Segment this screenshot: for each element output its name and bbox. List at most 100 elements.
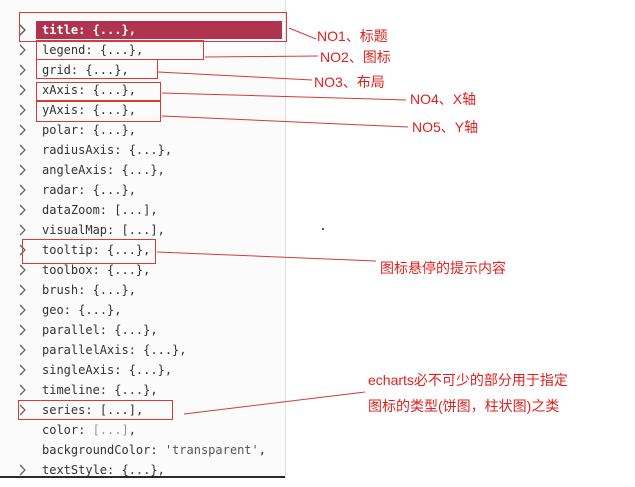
annotation-series-line2: 图标的类型(饼图，柱状图)之类 xyxy=(368,398,560,414)
selected-row-highlight xyxy=(36,21,282,39)
leader-line-grid xyxy=(157,71,313,81)
option-key: singleAxis xyxy=(42,363,115,377)
tree-row-text: xAxis: {...}, xyxy=(42,83,136,97)
option-key: legend xyxy=(42,43,86,57)
option-key: yAxis xyxy=(42,103,79,117)
tree-row-color[interactable]: color: [...], xyxy=(0,420,285,440)
option-value: {...} xyxy=(107,263,144,277)
annotation-legend: NO2、图标 xyxy=(320,49,391,65)
tree-row-title[interactable]: title: {...}, xyxy=(0,20,285,40)
option-value: [...] xyxy=(92,423,129,437)
tree-row-radiusaxis[interactable]: radiusAxis: {...}, xyxy=(0,140,285,160)
chevron-right-icon[interactable] xyxy=(18,220,30,240)
option-value: {...} xyxy=(143,343,180,357)
option-value: [...] xyxy=(114,203,151,217)
option-value: {...} xyxy=(121,163,158,177)
option-value: {...} xyxy=(128,363,165,377)
chevron-right-icon[interactable] xyxy=(18,80,30,100)
option-key: xAxis xyxy=(42,83,79,97)
chevron-right-icon[interactable] xyxy=(18,20,30,40)
tree-row-angleaxis[interactable]: angleAxis: {...}, xyxy=(0,160,285,180)
option-key: toolbox xyxy=(42,263,93,277)
option-value: {...} xyxy=(114,323,151,337)
chevron-right-icon[interactable] xyxy=(18,360,30,380)
option-key: polar xyxy=(42,123,79,137)
tree-row-brush[interactable]: brush: {...}, xyxy=(0,280,285,300)
tree-row-text: brush: {...}, xyxy=(42,283,136,297)
tree-row-text: legend: {...}, xyxy=(42,43,144,57)
option-key: timeline xyxy=(42,383,100,397)
tree-row-singleaxis[interactable]: singleAxis: {...}, xyxy=(0,360,285,380)
chevron-right-icon[interactable] xyxy=(18,240,30,260)
option-key: parallel xyxy=(42,323,100,337)
tree-row-yaxis[interactable]: yAxis: {...}, xyxy=(0,100,285,120)
tree-row-text: timeline: {...}, xyxy=(42,383,158,397)
option-key: dataZoom xyxy=(42,203,100,217)
tree-row-timeline[interactable]: timeline: {...}, xyxy=(0,380,285,400)
tree-row-text: yAxis: {...}, xyxy=(42,103,136,117)
tree-row-backgroundcolor[interactable]: backgroundColor: 'transparent', xyxy=(0,440,285,460)
option-value: {...} xyxy=(107,243,144,257)
option-key: brush xyxy=(42,283,79,297)
chevron-right-icon[interactable] xyxy=(18,180,30,200)
chevron-right-icon[interactable] xyxy=(18,460,30,480)
chevron-right-icon[interactable] xyxy=(18,280,30,300)
chevron-right-icon[interactable] xyxy=(18,160,30,180)
tree-row-text: parallel: {...}, xyxy=(42,323,158,337)
tree-row-tooltip[interactable]: tooltip: {...}, xyxy=(0,240,285,260)
tree-row-text: textStyle: {...}, xyxy=(42,463,165,477)
tree-row-visualmap[interactable]: visualMap: [...], xyxy=(0,220,285,240)
tree-row-geo[interactable]: geo: {...}, xyxy=(0,300,285,320)
chevron-right-icon[interactable] xyxy=(18,120,30,140)
tree-row-text: polar: {...}, xyxy=(42,123,136,137)
chevron-right-icon[interactable] xyxy=(18,60,30,80)
option-key: radar xyxy=(42,183,79,197)
annotation-yaxis: NO5、Y轴 xyxy=(412,119,479,135)
chevron-right-icon[interactable] xyxy=(18,140,30,160)
chevron-right-icon[interactable] xyxy=(18,200,30,220)
option-value: {...} xyxy=(92,123,129,137)
highlight-box-legend xyxy=(36,40,204,60)
option-value: {...} xyxy=(99,43,136,57)
chevron-right-icon[interactable] xyxy=(18,340,30,360)
tree-row-parallelaxis[interactable]: parallelAxis: {...}, xyxy=(0,340,285,360)
chevron-right-icon[interactable] xyxy=(18,100,30,120)
stray-dot xyxy=(322,228,324,230)
chevron-right-icon[interactable] xyxy=(18,400,30,420)
tree-row-radar[interactable]: radar: {...}, xyxy=(0,180,285,200)
tree-row-text: title: {...}, xyxy=(42,23,136,37)
tree-row-polar[interactable]: polar: {...}, xyxy=(0,120,285,140)
chevron-right-icon[interactable] xyxy=(18,40,30,60)
option-key: backgroundColor xyxy=(42,443,151,457)
tree-row-text: radiusAxis: {...}, xyxy=(42,143,173,157)
tree-row-xaxis[interactable]: xAxis: {...}, xyxy=(0,80,285,100)
tree-row-textstyle[interactable]: textStyle: {...}, xyxy=(0,460,285,480)
option-value: {...} xyxy=(85,63,122,77)
leader-line-series xyxy=(183,391,366,415)
option-key: geo xyxy=(42,303,64,317)
tree-row-text: tooltip: {...}, xyxy=(42,243,151,257)
option-value: {...} xyxy=(121,463,158,477)
tree-row-grid[interactable]: grid: {...}, xyxy=(0,60,285,80)
highlight-box-yaxis xyxy=(36,101,161,122)
option-value: {...} xyxy=(92,283,129,297)
chevron-right-icon[interactable] xyxy=(18,380,30,400)
chevron-right-icon[interactable] xyxy=(18,260,30,280)
option-key: angleAxis xyxy=(42,163,108,177)
tree-row-parallel[interactable]: parallel: {...}, xyxy=(0,320,285,340)
chevron-right-icon[interactable] xyxy=(18,300,30,320)
option-value: {...} xyxy=(114,383,151,397)
option-value: [...] xyxy=(121,223,158,237)
tree-row-datazoom[interactable]: dataZoom: [...], xyxy=(0,200,285,220)
tree-row-legend[interactable]: legend: {...}, xyxy=(0,40,285,60)
tree-row-text: angleAxis: {...}, xyxy=(42,163,165,177)
tree-row-text: dataZoom: [...], xyxy=(42,203,158,217)
tree-row-series[interactable]: series: [...], xyxy=(0,400,285,420)
chevron-right-icon[interactable] xyxy=(18,320,30,340)
annotation-series-line1: echarts必不可少的部分用于指定 xyxy=(368,372,568,388)
tree-row-toolbox[interactable]: toolbox: {...}, xyxy=(0,260,285,280)
option-key: parallelAxis xyxy=(42,343,129,357)
option-key: radiusAxis xyxy=(42,143,115,157)
option-value: 'transparent' xyxy=(164,443,259,457)
